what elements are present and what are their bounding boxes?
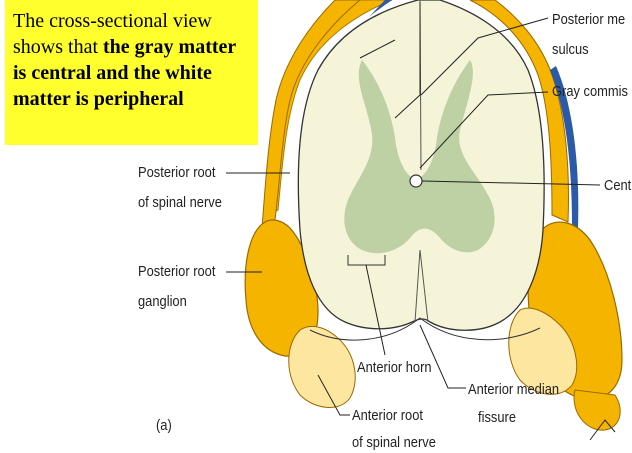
- label-central-canal: Cent: [604, 177, 632, 194]
- callout-bold-text: the gray matter is central and the white…: [13, 36, 236, 110]
- label-posterior-median-sulcus-2: sulcus: [552, 41, 589, 58]
- label-posterior-root-ganglion-2: ganglion: [138, 293, 187, 310]
- label-anterior-root-1: Anterior root: [352, 407, 423, 424]
- label-anterior-horn: Anterior horn: [357, 359, 432, 376]
- left-anterior-root: [288, 325, 356, 408]
- label-anterior-median-fissure-1: Anterior median: [468, 381, 560, 398]
- label-posterior-root-spinal-nerve-2: of spinal nerve: [138, 194, 222, 211]
- label-gray-commissure: Gray commis: [552, 83, 628, 100]
- label-anterior-root-2: of spinal nerve: [352, 434, 436, 451]
- label-posterior-root-spinal-nerve-1: Posterior root: [138, 164, 216, 181]
- right-anterior-root: [508, 307, 578, 395]
- leader-lines: [226, 2, 616, 441]
- right-lower-root: [573, 389, 621, 431]
- gray-matter: [344, 60, 495, 254]
- anterior-median-fissure: [414, 249, 429, 323]
- info-callout: The cross-sectional view shows that the …: [5, 0, 258, 145]
- label-posterior-median-sulcus-1: Posterior me: [552, 11, 626, 28]
- meninges-outline: [309, 317, 541, 341]
- central-canal: [409, 174, 423, 188]
- label-posterior-root-ganglion-1: Posterior root: [138, 263, 216, 280]
- right-pia-strip: [550, 66, 579, 228]
- callout-plain-text: The cross-sectional view shows that: [13, 10, 212, 58]
- right-posterior-root: [469, 0, 569, 223]
- label-anterior-median-fissure-2: fissure: [478, 409, 517, 426]
- label-panel-marker: (a): [156, 417, 172, 434]
